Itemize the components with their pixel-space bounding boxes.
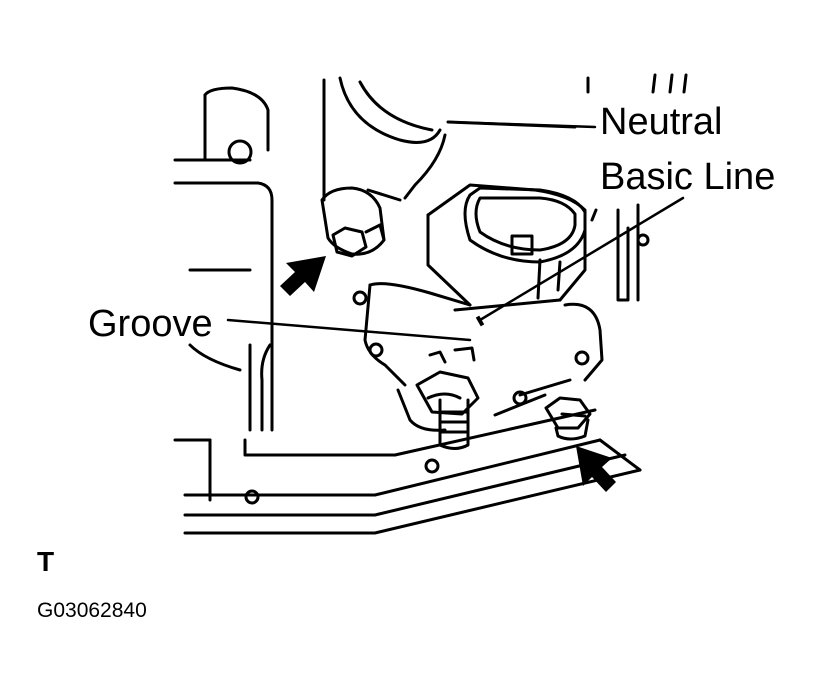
switch-connector	[426, 183, 587, 307]
shaft-nut-and-stud	[415, 346, 480, 450]
oil-pan-flange	[183, 408, 642, 535]
case-rivets	[227, 139, 650, 505]
switch-bolt-upper-left	[320, 186, 386, 258]
case-right-edge	[586, 73, 688, 302]
bolt-marker-arrow	[576, 446, 616, 492]
transmission-case-outline	[173, 76, 577, 502]
switch-bolt-lower-right	[544, 396, 592, 441]
figure-id-label: G03062840	[37, 599, 147, 622]
neutral-label-line-2: Basic Line	[600, 156, 776, 198]
view-code-label: T	[37, 546, 55, 577]
neutral-basic-line-mark	[475, 315, 485, 327]
bolt-marker-arrow	[280, 256, 326, 296]
neutral-label-line-1: Neutral	[600, 101, 723, 143]
neutral-start-switch-body	[363, 282, 604, 432]
groove-label: Groove	[88, 303, 213, 345]
leader-lines	[226, 120, 685, 342]
